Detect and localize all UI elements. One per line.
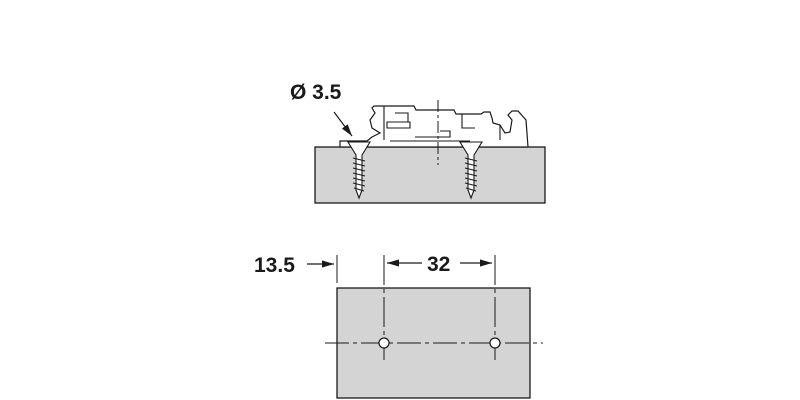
diameter-leader-arrow	[333, 111, 353, 137]
hole-1	[378, 337, 390, 349]
screw-diameter-label: Ø 3.5	[290, 81, 342, 104]
side-view: Ø 3.5	[290, 81, 546, 204]
edge-offset-label: 13.5	[254, 254, 295, 277]
screw-right	[459, 141, 483, 200]
board-side	[314, 146, 546, 204]
hole-2	[489, 337, 501, 349]
hole-spacing-label: 32	[427, 253, 450, 276]
mounting-plate-side	[339, 105, 529, 148]
screw-left	[347, 141, 371, 200]
top-view: 13.5 32	[254, 253, 543, 399]
